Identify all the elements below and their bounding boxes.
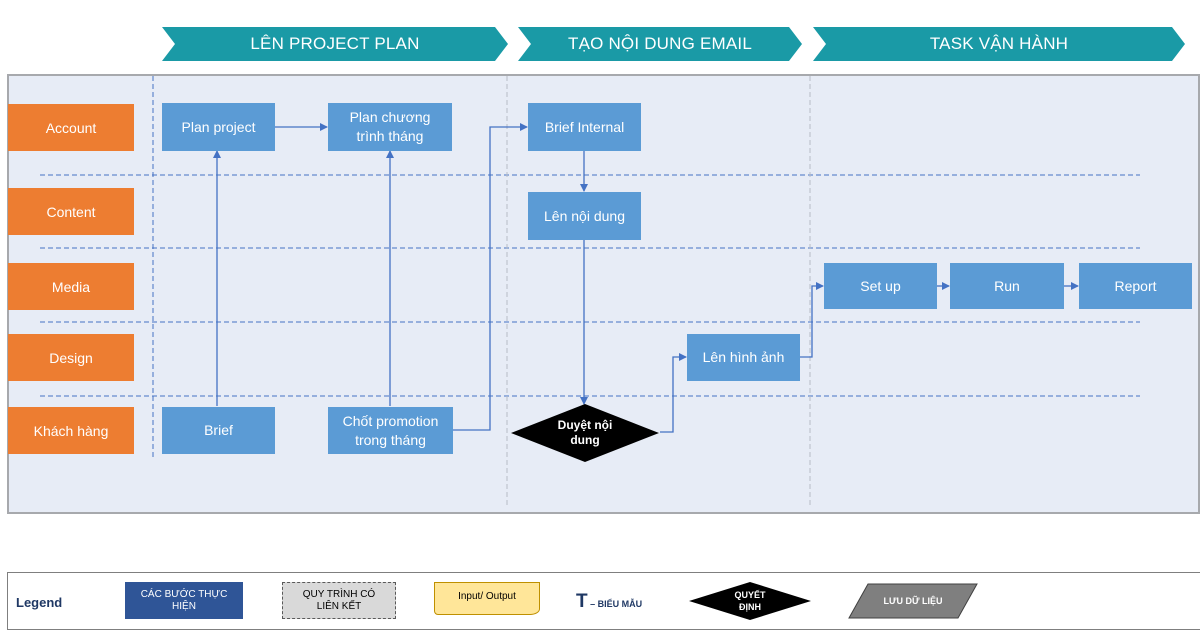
decision-duyet-noi-dung[interactable]: Duyệt nội dung: [510, 403, 660, 463]
legend-form-label: – BIỂU MẪU: [587, 599, 643, 609]
phase-chevron-email-content: TẠO NỘI DUNG EMAIL: [518, 27, 802, 61]
step-chot-promotion[interactable]: Chốt promotion trong tháng: [328, 407, 453, 454]
legend-panel: Legend CÁC BƯỚC THỰC HIỆN QUY TRÌNH CÓ L…: [7, 572, 1200, 630]
phase-label: LÊN PROJECT PLAN: [250, 34, 420, 53]
legend-form-letter: T: [576, 591, 588, 612]
decision-label: Duyệt nội dung: [557, 418, 613, 447]
step-report[interactable]: Report: [1079, 263, 1192, 309]
legend-data-storage: LƯU DỮ LIỆU: [848, 583, 978, 619]
legend-input-output: Input/ Output: [434, 582, 540, 615]
step-brief[interactable]: Brief: [162, 407, 275, 454]
step-set-up[interactable]: Set up: [824, 263, 937, 309]
step-plan-chuong-trinh-thang[interactable]: Plan chương trình tháng: [328, 103, 452, 151]
phase-label: TASK VẬN HÀNH: [929, 34, 1069, 53]
step-plan-project[interactable]: Plan project: [162, 103, 275, 151]
legend-title: Legend: [16, 595, 63, 610]
lane-label-design: Design: [8, 334, 134, 381]
legend-decision-label: QUYẾT ĐỊNH: [734, 590, 766, 612]
legend-form: T – BIỂU MẪU: [576, 591, 642, 613]
step-run[interactable]: Run: [950, 263, 1064, 309]
legend-data-storage-label: LƯU DỮ LIỆU: [883, 596, 943, 606]
legend-decision: QUYẾT ĐỊNH: [688, 581, 812, 621]
phase-chevron-project-plan: LÊN PROJECT PLAN: [162, 27, 508, 61]
phase-chevron-operations: TASK VẬN HÀNH: [813, 27, 1185, 61]
lane-label-content: Content: [8, 188, 134, 235]
lane-label-media: Media: [8, 263, 134, 310]
legend-step: CÁC BƯỚC THỰC HIỆN: [125, 582, 243, 619]
step-len-noi-dung[interactable]: Lên nội dung: [528, 192, 641, 240]
lane-label-khach-hang: Khách hàng: [8, 407, 134, 454]
step-brief-internal[interactable]: Brief Internal: [528, 103, 641, 151]
phase-label: TẠO NỘI DUNG EMAIL: [567, 34, 752, 53]
legend-linked-process: QUY TRÌNH CÓ LIÊN KẾT: [282, 582, 396, 619]
lane-label-account: Account: [8, 104, 134, 151]
step-len-hinh-anh[interactable]: Lên hình ảnh: [687, 334, 800, 381]
